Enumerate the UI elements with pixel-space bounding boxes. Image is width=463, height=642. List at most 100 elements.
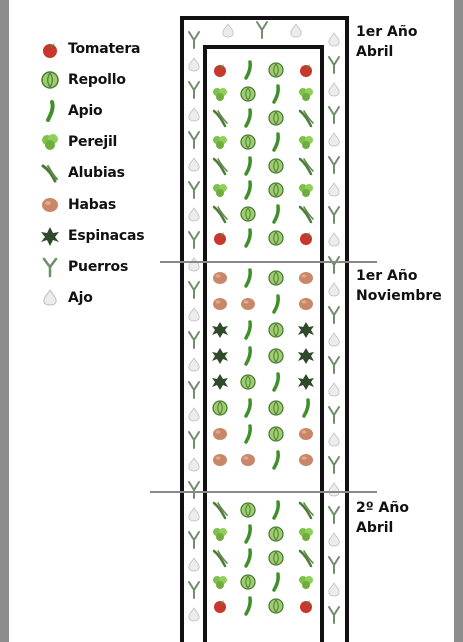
broad-icon — [241, 454, 255, 466]
garlic-icon — [329, 183, 339, 196]
garlic-icon — [329, 83, 339, 96]
bean-icon — [300, 207, 313, 222]
garlic-icon — [329, 483, 339, 496]
celery-icon — [274, 134, 278, 150]
celery-icon — [246, 550, 250, 566]
parsley-icon — [299, 576, 313, 589]
leek-icon — [189, 582, 199, 598]
leek-icon — [189, 32, 199, 48]
celery-icon — [246, 182, 250, 198]
tomato-icon — [214, 232, 226, 245]
garlic-icon — [189, 608, 199, 621]
celery-icon — [246, 400, 250, 416]
broad-icon — [299, 272, 313, 284]
bean-icon — [300, 551, 313, 566]
garlic-icon — [189, 558, 199, 571]
parsley-icon — [299, 88, 313, 101]
cabbage-icon — [241, 207, 255, 221]
broad-icon — [213, 428, 227, 440]
parsley-icon — [213, 576, 227, 589]
bean-icon — [300, 159, 313, 174]
spinach-icon — [298, 322, 314, 338]
cabbage-icon — [269, 427, 283, 441]
celery-icon — [246, 526, 250, 542]
leek-icon — [329, 557, 339, 573]
garlic-icon — [329, 433, 339, 446]
parsley-icon — [213, 136, 227, 149]
garlic-icon — [329, 33, 339, 46]
garlic-icon — [189, 508, 199, 521]
cabbage-icon — [269, 159, 283, 173]
leek-icon — [329, 307, 339, 323]
leek-icon — [329, 157, 339, 173]
leek-icon — [189, 532, 199, 548]
bean-icon — [214, 207, 227, 222]
parsley-icon — [299, 528, 313, 541]
broad-icon — [213, 454, 227, 466]
celery-icon — [274, 296, 278, 312]
leek-icon — [189, 82, 199, 98]
cabbage-icon — [269, 401, 283, 415]
cabbage-icon — [241, 575, 255, 589]
garlic-icon — [189, 208, 199, 221]
celery-icon — [246, 598, 250, 614]
cabbage-icon — [269, 527, 283, 541]
garlic-icon — [291, 24, 301, 37]
leek-icon — [329, 507, 339, 523]
bean-icon — [214, 503, 227, 518]
cabbage-icon — [269, 323, 283, 337]
garlic-icon — [189, 308, 199, 321]
cabbage-icon — [213, 401, 227, 415]
garlic-icon — [189, 108, 199, 121]
cabbage-icon — [269, 599, 283, 613]
cabbage-icon — [269, 63, 283, 77]
celery-icon — [246, 322, 250, 338]
bean-icon — [214, 111, 227, 126]
leek-icon — [329, 407, 339, 423]
leek-icon — [189, 182, 199, 198]
leek-icon — [189, 382, 199, 398]
cabbage-icon — [241, 503, 255, 517]
leek-icon — [329, 107, 339, 123]
parsley-icon — [299, 136, 313, 149]
leek-icon — [189, 132, 199, 148]
garlic-icon — [189, 458, 199, 471]
cabbage-icon — [269, 551, 283, 565]
leek-icon — [189, 482, 199, 498]
celery-icon — [274, 374, 278, 390]
garlic-icon — [189, 408, 199, 421]
spinach-icon — [212, 348, 228, 364]
broad-icon — [299, 454, 313, 466]
celery-icon — [274, 452, 278, 468]
spinach-icon — [212, 322, 228, 338]
broad-icon — [213, 272, 227, 284]
cabbage-icon — [269, 231, 283, 245]
broad-icon — [299, 428, 313, 440]
tomato-icon — [214, 600, 226, 613]
parsley-icon — [299, 184, 313, 197]
leek-icon — [329, 357, 339, 373]
leek-icon — [329, 57, 339, 73]
broad-icon — [213, 298, 227, 310]
parsley-icon — [213, 184, 227, 197]
celery-icon — [304, 400, 308, 416]
cabbage-icon — [269, 183, 283, 197]
leek-icon — [189, 332, 199, 348]
celery-icon — [246, 62, 250, 78]
leek-icon — [329, 607, 339, 623]
garlic-icon — [189, 358, 199, 371]
garlic-icon — [329, 333, 339, 346]
parsley-icon — [213, 88, 227, 101]
garlic-icon — [329, 533, 339, 546]
broad-icon — [299, 298, 313, 310]
garlic-icon — [189, 58, 199, 71]
spinach-icon — [298, 374, 314, 390]
cabbage-icon — [269, 349, 283, 363]
leek-icon — [257, 22, 267, 38]
bean-icon — [300, 111, 313, 126]
celery-icon — [274, 86, 278, 102]
leek-icon — [329, 207, 339, 223]
garlic-icon — [189, 158, 199, 171]
tomato-icon — [300, 232, 312, 245]
